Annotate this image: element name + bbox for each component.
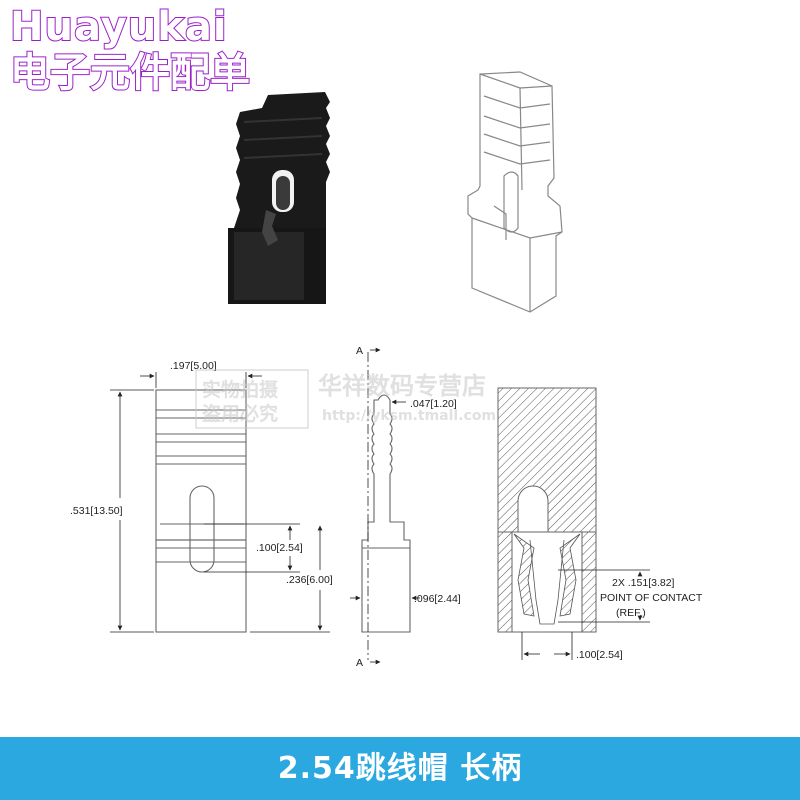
- watermark-stamp: 实物拍摄 盗用必究: [195, 369, 309, 429]
- dim-bottom-pitch: .100[2.54]: [576, 649, 623, 661]
- dim-height-total: .531[13.50]: [70, 505, 123, 517]
- dim-pitch: .100[2.54]: [256, 542, 303, 554]
- brand-logo: Huayukai 电子元件配单: [9, 3, 272, 97]
- dim-contact-line3: (REF.): [616, 607, 646, 619]
- dim-tab-width: .047[1.20]: [410, 398, 457, 410]
- brand-name: Huayukai: [9, 3, 228, 51]
- watermark-stamp-line1: 实物拍摄: [202, 378, 279, 401]
- watermark-stamp-line2: 盗用必究: [202, 402, 278, 425]
- footer-banner: 2.54跳线帽 长柄: [0, 737, 800, 800]
- dim-side-width: .096[2.44]: [414, 593, 461, 605]
- jumper-isometric: [467, 71, 563, 313]
- watermark-shop: 华祥数码专营店: [318, 372, 486, 400]
- section-label-a-top: A: [356, 345, 363, 357]
- jumper-section-view: [497, 387, 597, 633]
- side-view-dimension-lines: [350, 347, 420, 665]
- dim-contact-line2: POINT OF CONTACT: [600, 592, 703, 604]
- jumper-cap-drawing: .197[5.00] .531[13.50] .100[2.54] .236[6…: [70, 71, 703, 669]
- jumper-side-view: [361, 394, 411, 633]
- dim-width-top: .197[5.00]: [170, 360, 217, 372]
- brand-slogan: 电子元件配单: [9, 49, 251, 97]
- footer-title: 2.54跳线帽 长柄: [277, 751, 523, 786]
- watermark-url: http://yksm.tmall.com: [322, 408, 496, 424]
- dim-contact-line1: 2X .151[3.82]: [612, 577, 675, 589]
- front-view-dimension-lines: [110, 372, 330, 633]
- jumper-front-view: [155, 389, 247, 633]
- dim-sleeve-height: .236[6.00]: [286, 574, 333, 586]
- section-view-dimension-lines: [521, 569, 650, 660]
- section-label-a-bottom: A: [356, 657, 363, 669]
- jumper-photo: [228, 92, 330, 304]
